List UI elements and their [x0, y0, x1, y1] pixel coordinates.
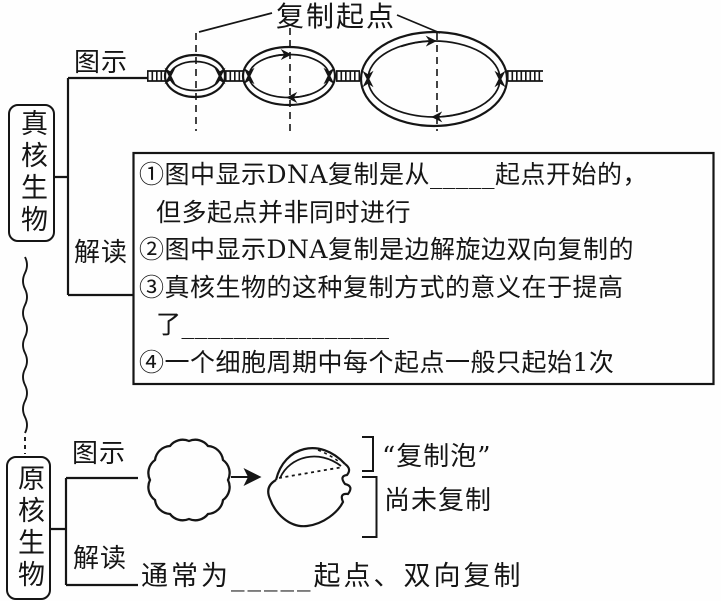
- replication-bubble-label: “复制泡”: [382, 442, 492, 472]
- eukaryote-branch-lines: [50, 76, 148, 297]
- interpretation-box-border: [132, 151, 715, 386]
- pro-diagram-label: 图示: [72, 439, 127, 469]
- prokaryote-node: 原核生物: [6, 456, 51, 600]
- unreplicated-label: 尚未复制: [384, 486, 493, 516]
- interpretation-line-5: 了________________: [156, 310, 390, 339]
- bubble-inner-arc: [279, 455, 342, 479]
- eu-diagram-label: 图示: [74, 48, 129, 78]
- unreplicated-outline: [267, 463, 352, 528]
- replication-bubble-small: [163, 53, 227, 99]
- prokaryote-note: 通常为_____起点、双向复制: [141, 561, 524, 592]
- replication-bubble-medium: [241, 45, 337, 107]
- prokaryote-node-label: 原核生物: [13, 464, 44, 592]
- ladder-segment: [147, 70, 166, 82]
- origin-label: 复制起点: [276, 0, 397, 33]
- bubble-bracket: [362, 436, 374, 472]
- ladder-segment: [225, 70, 243, 82]
- unreplicated-bracket: [362, 476, 378, 538]
- bubble-dotted-apex: [317, 449, 339, 462]
- interpretation-line-3: ②图中显示DNA复制是边解旋边双向复制的: [139, 235, 634, 264]
- replication-bubble-large: [359, 30, 509, 128]
- ladder-segment: [336, 70, 360, 82]
- origin-leader-lines: [198, 12, 441, 34]
- circular-dna: [147, 438, 231, 522]
- eu-interpret-label: 解读: [74, 238, 129, 268]
- interpretation-line-4: ③真核生物的这种复制方式的意义在于提高: [139, 272, 624, 302]
- interpretation-line-6: ④一个细胞周期中每个起点一般只起始1次: [139, 347, 615, 377]
- interpretation-line-1: ①图中显示DNA复制是从_____起点开始的，: [139, 160, 648, 189]
- ladder-segment: [507, 70, 543, 82]
- eukaryote-node-label: 真核生物: [16, 109, 47, 237]
- interpretation-line-2: 但多起点并非同时进行: [156, 197, 412, 227]
- origin-dashed-lines: [195, 28, 438, 131]
- bubble-dotted-chord: [278, 466, 344, 479]
- interpretation-box: ①图中显示DNA复制是从_____起点开始的， 但多起点并非同时进行 ②图中显示…: [139, 156, 711, 381]
- replicating-circular-dna: [267, 447, 352, 528]
- eukaryote-node: 真核生物: [8, 104, 55, 242]
- section-connector-wavy: [22, 256, 28, 454]
- bubble-outer-arc: [274, 447, 346, 481]
- pro-interpret-label: 解读: [73, 544, 128, 574]
- dna-strand-ladder: [147, 70, 543, 82]
